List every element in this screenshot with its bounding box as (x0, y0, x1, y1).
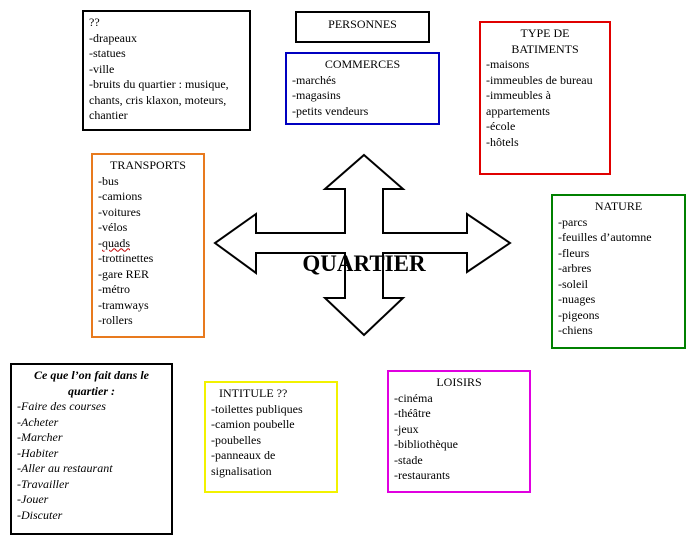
box-nature-item: -feuilles d’automne (558, 230, 652, 244)
box-type-batiments-item: -hôtels (486, 134, 519, 149)
box-loisirs-item: -stade (394, 452, 423, 467)
box-activites-item: -Jouer (17, 492, 49, 506)
box-unknown-item: -bruits du quartier : musique, chants, c… (89, 77, 229, 122)
box-transports-item: -rollers (98, 313, 133, 327)
box-personnes: PERSONNES (295, 11, 430, 43)
box-unknown-item: -statues (89, 46, 126, 60)
box-transports-item: -métro (98, 282, 130, 296)
box-type-batiments-list: -maisons-immeubles de bureau-immeubles à… (486, 57, 604, 150)
box-nature-item: -fleurs (558, 245, 590, 260)
box-commerces-title: COMMERCES (324, 57, 401, 71)
box-loisirs-item: -jeux (394, 421, 419, 436)
box-type-batiments-title: TYPE DE BATIMENTS (511, 26, 579, 56)
box-loisirs: LOISIRS -cinéma-théâtre-jeux-bibliothèqu… (387, 370, 531, 493)
box-activites-item: -Faire des courses (17, 399, 106, 413)
box-transports-item: -tramways (98, 297, 149, 312)
box-intitule-list: -toilettes publiques-camion poubelle-pou… (211, 402, 331, 480)
box-transports: TRANSPORTS -bus-camions-voitures-vélos-q… (91, 153, 205, 338)
box-personnes-title: PERSONNES (328, 17, 397, 31)
box-nature: NATURE -parcs-feuilles d’automne-fleurs-… (551, 194, 686, 349)
box-unknown-item: -drapeaux (89, 30, 137, 45)
box-nature-item: -nuages (558, 292, 596, 306)
box-unknown-title: ?? (89, 15, 100, 29)
box-activites-item: -Travailler (17, 476, 70, 491)
box-intitule-item: -toilettes publiques (211, 401, 303, 416)
box-activites-item: -Habiter (17, 445, 59, 460)
box-transports-item: -voitures (98, 204, 141, 219)
box-type-batiments-item: -immeubles à appartements (486, 88, 551, 118)
box-nature-item: -parcs (558, 214, 588, 229)
box-transports-item: -vélos (98, 220, 128, 234)
box-commerces-item: -magasins (292, 88, 341, 102)
box-transports-list: -bus-camions-voitures-vélos-quads-trotti… (98, 174, 198, 329)
box-unknown-item: -ville (89, 61, 115, 76)
box-activites-item: -Discuter (17, 507, 63, 522)
box-transports-title: TRANSPORTS (110, 158, 186, 172)
box-nature-item: -chiens (558, 323, 593, 337)
box-intitule-item: -panneaux de signalisation (211, 448, 276, 478)
box-activites-item: -Aller au restaurant (17, 461, 113, 475)
box-unknown: ?? -drapeaux-statues-ville-bruits du qua… (82, 10, 251, 131)
box-type-batiments: TYPE DE BATIMENTS -maisons-immeubles de … (479, 21, 611, 175)
box-commerces-item: -petits vendeurs (292, 103, 369, 118)
box-loisirs-item: -théâtre (394, 406, 431, 420)
box-type-batiments-item: -immeubles de bureau (486, 72, 593, 87)
box-intitule: INTITULE ?? -toilettes publiques-camion … (204, 381, 338, 493)
box-type-batiments-item: -école (486, 119, 516, 133)
box-transports-item: -bus (98, 173, 119, 188)
box-transports-item: -camions (98, 189, 142, 203)
box-activites-item: -Acheter (17, 414, 59, 429)
box-loisirs-title: LOISIRS (436, 375, 482, 389)
box-commerces-item: -marchés (292, 72, 336, 87)
box-intitule-title: INTITULE ?? (219, 386, 288, 400)
box-commerces-list: -marchés-magasins-petits vendeurs (292, 73, 433, 120)
box-loisirs-item: -cinéma (394, 390, 433, 405)
box-nature-item: -pigeons (558, 307, 600, 322)
box-activites-title: Ce que l’on fait dans le quartier : (33, 368, 149, 398)
center-label: QUARTIER (302, 251, 426, 276)
box-activites-item: -Marcher (17, 430, 63, 444)
box-unknown-list: -drapeaux-statues-ville-bruits du quarti… (89, 31, 244, 124)
box-nature-item: -soleil (558, 276, 588, 291)
box-transports-item: -trottinettes (98, 251, 154, 265)
box-transports-item: -quads (98, 235, 130, 250)
box-loisirs-item: -bibliothèque (394, 437, 458, 451)
box-loisirs-item: -restaurants (394, 468, 450, 482)
box-activites-list: -Faire des courses-Acheter-Marcher-Habit… (17, 399, 166, 523)
box-activites: Ce que l’on fait dans le quartier : -Fai… (10, 363, 173, 535)
box-nature-list: -parcs-feuilles d’automne-fleurs-arbres-… (558, 215, 679, 339)
box-intitule-item: -camion poubelle (211, 417, 295, 431)
box-nature-item: -arbres (558, 261, 592, 275)
spellcheck-underline: quads (102, 235, 130, 250)
box-loisirs-list: -cinéma-théâtre-jeux-bibliothèque-stade-… (394, 391, 524, 484)
box-nature-title: NATURE (594, 199, 643, 213)
four-way-arrow-shape (213, 153, 512, 337)
box-transports-item: -gare RER (98, 266, 149, 281)
box-commerces: COMMERCES -marchés-magasins-petits vende… (285, 52, 440, 125)
box-type-batiments-item: -maisons (486, 57, 530, 71)
box-intitule-item: -poubelles (211, 432, 261, 447)
